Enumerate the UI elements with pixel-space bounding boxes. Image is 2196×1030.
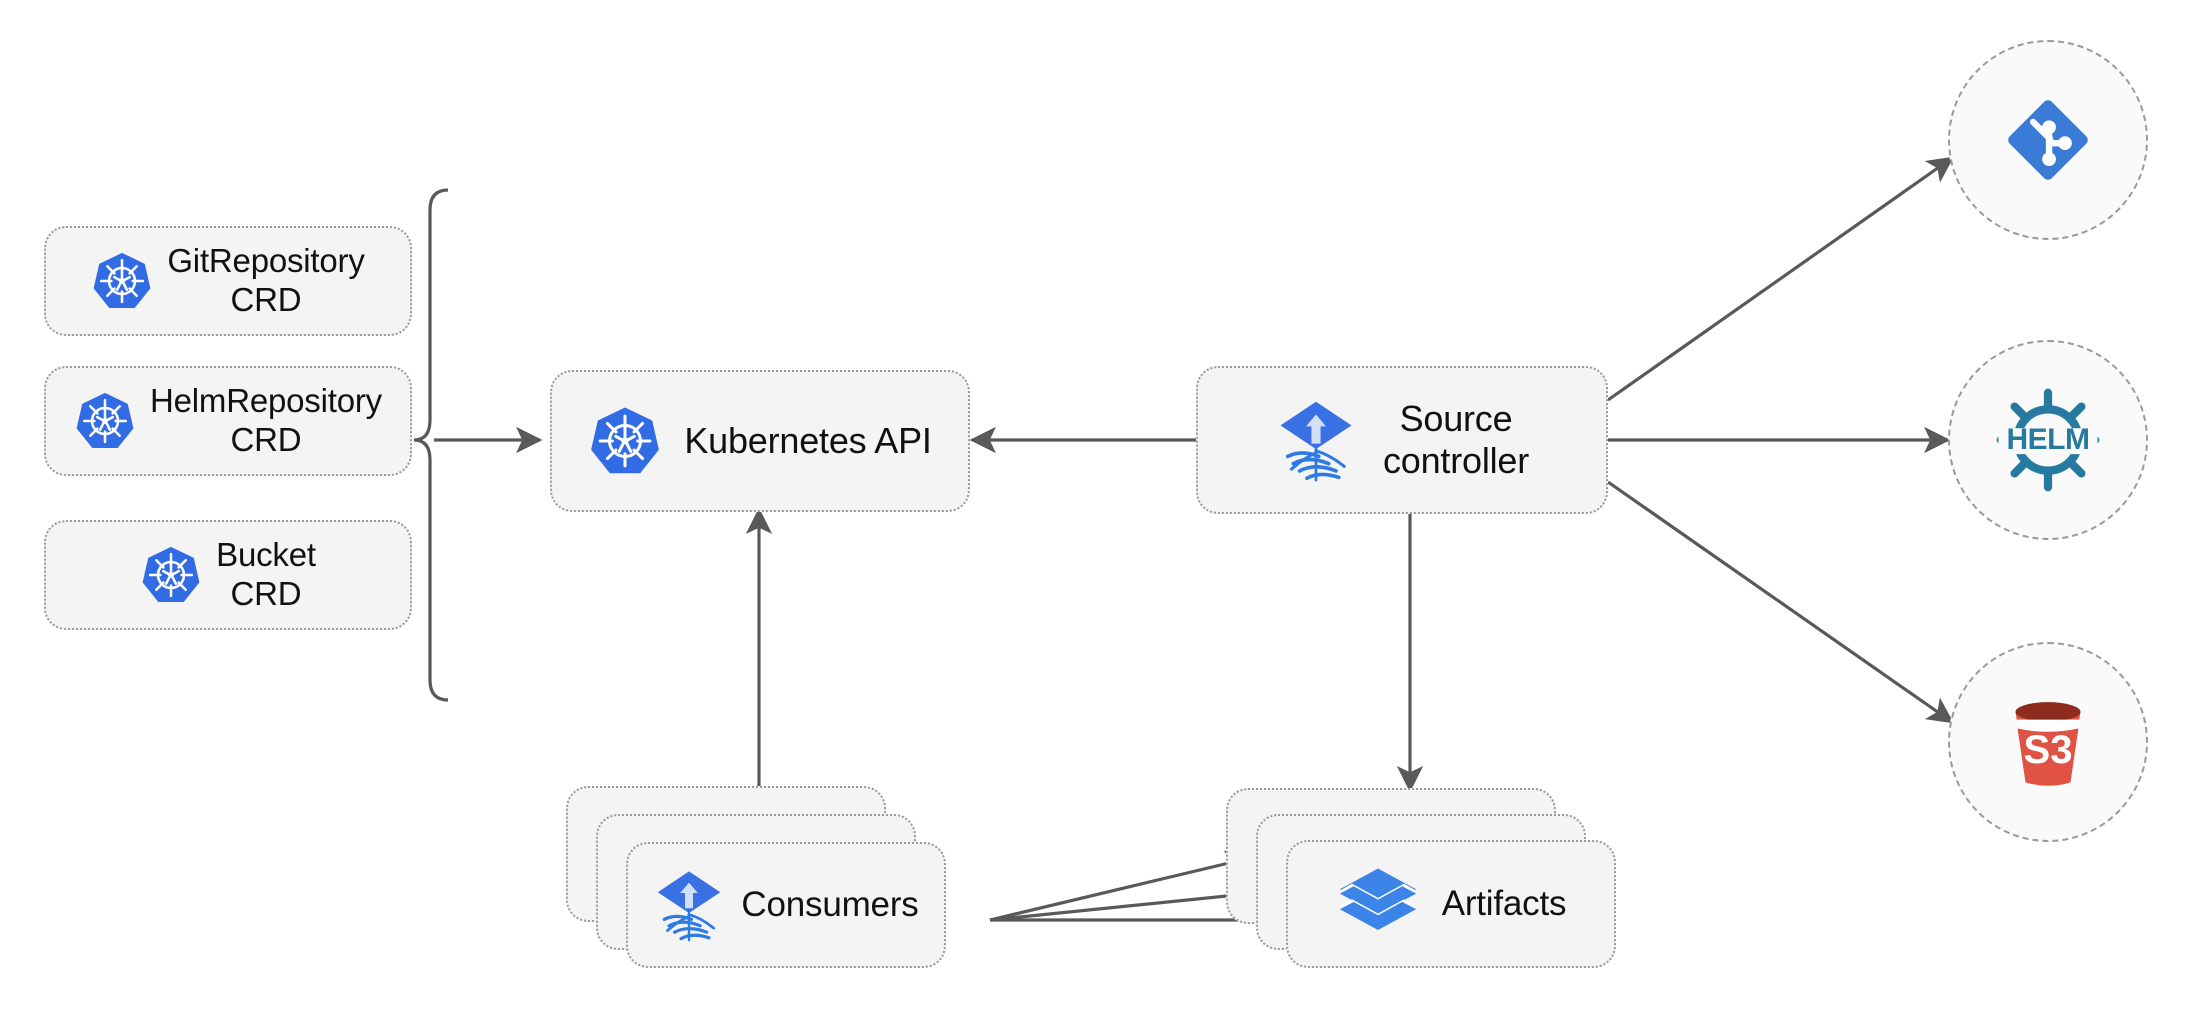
edge-consumers-to-artifacts-1 bbox=[989, 850, 1253, 922]
stack-card-front[interactable]: Artifacts bbox=[1286, 840, 1616, 968]
helm-icon: HELM bbox=[1989, 381, 2107, 499]
git-icon bbox=[1995, 87, 2101, 193]
source-git[interactable] bbox=[1948, 40, 2148, 240]
source-helm[interactable]: HELM bbox=[1948, 340, 2148, 540]
node-consumers[interactable]: Consumers bbox=[566, 786, 946, 968]
flux-icon bbox=[1275, 396, 1357, 484]
node-kubernetes-api[interactable]: Kubernetes API bbox=[550, 370, 970, 512]
edge-controller-to-s3 bbox=[1607, 480, 1954, 724]
kubernetes-icon bbox=[588, 404, 662, 478]
node-artifacts[interactable]: Artifacts bbox=[1226, 788, 1616, 970]
s3-icon: S3 bbox=[1992, 686, 2104, 798]
kubernetes-icon bbox=[74, 390, 136, 452]
edge-controller-to-git bbox=[1607, 156, 1954, 402]
node-source-controller[interactable]: Source controller bbox=[1196, 366, 1608, 514]
layers-icon bbox=[1336, 865, 1420, 943]
s3-wordmark: S3 bbox=[2023, 727, 2073, 772]
kubernetes-icon bbox=[91, 250, 153, 312]
crd-label: Bucket CRD bbox=[216, 536, 316, 612]
node-label: Artifacts bbox=[1441, 884, 1567, 924]
helm-wordmark: HELM bbox=[2006, 423, 2091, 456]
crd-helmrepository[interactable]: HelmRepository CRD bbox=[44, 366, 412, 476]
node-label: Consumers bbox=[741, 885, 919, 925]
flux-icon bbox=[653, 866, 725, 944]
source-s3[interactable]: S3 bbox=[1948, 642, 2148, 842]
crd-bucket[interactable]: Bucket CRD bbox=[44, 520, 412, 630]
crd-label: GitRepository CRD bbox=[167, 242, 365, 318]
kubernetes-icon bbox=[140, 544, 202, 606]
node-label: Kubernetes API bbox=[684, 419, 932, 461]
node-label: Source controller bbox=[1382, 397, 1530, 481]
crd-group-bracket bbox=[413, 188, 449, 702]
crd-label: HelmRepository CRD bbox=[150, 382, 382, 458]
stack-card-front[interactable]: Consumers bbox=[626, 842, 946, 968]
crd-gitrepository[interactable]: GitRepository CRD bbox=[44, 226, 412, 336]
